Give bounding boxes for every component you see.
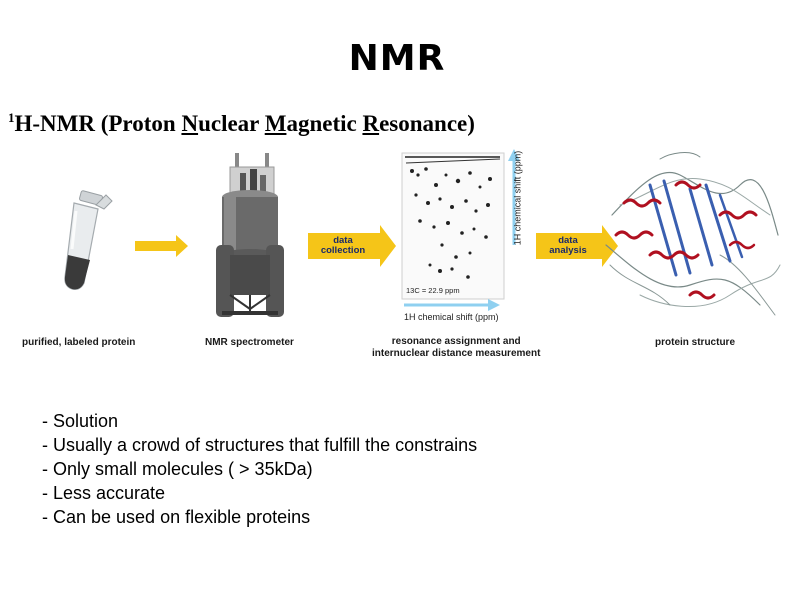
page-title: NMR (348, 38, 446, 79)
subtitle-r: R (362, 111, 380, 136)
caption-nmr-spectrometer: NMR spectrometer (205, 337, 294, 348)
spectrum-x-axis-label: 1H chemical shift (ppm) (404, 312, 499, 322)
subtitle-m-rest: agnetic (286, 111, 363, 136)
nmr-spectrometer-icon (216, 153, 284, 317)
caption-protein-structure: protein structure (655, 337, 736, 348)
data-analysis-label: data analysis (540, 236, 596, 256)
spectrum-plot-icon (401, 149, 520, 311)
list-item: - Only small molecules ( > 35kDa) (42, 459, 313, 479)
subtitle-n: N (181, 111, 199, 136)
spectrum-inset-label: 13C = 22.9 ppm (406, 286, 460, 295)
test-tube-icon (64, 190, 113, 290)
list-item: - Usually a crowd of structures that ful… (42, 435, 478, 455)
data-analysis-line2: analysis (549, 245, 587, 256)
subtitle-prefix: H-NMR (Proton (14, 111, 182, 136)
arrow-to-spectrometer-icon (135, 235, 188, 257)
caption-resonance-line1: resonance assignment and (391, 336, 521, 347)
caption-resonance-assignment: resonance assignment and internuclear di… (372, 336, 540, 360)
subtitle-n-rest: uclear (198, 111, 265, 136)
data-collection-label: data collection (314, 236, 372, 256)
subtitle-m: M (264, 111, 287, 136)
nmr-workflow-diagram: data collection data analysis 1H chemica… (0, 145, 794, 365)
data-collection-line1: data (333, 235, 353, 246)
caption-labeled-protein: purified, labeled protein (22, 337, 136, 348)
spectrum-y-axis-label: 1H chemical shift (ppm) (512, 150, 523, 246)
data-collection-line2: collection (320, 245, 366, 256)
subtitle-r-rest: esonance) (379, 111, 475, 136)
caption-resonance-line2: internuclear distance measurement (372, 348, 541, 359)
subtitle: 1H-NMR (Proton Nuclear Magnetic Resonanc… (8, 110, 475, 137)
subtitle-superscript: 1 (8, 110, 15, 125)
workflow-illustration (64, 149, 781, 317)
data-analysis-arrow-icon (536, 225, 618, 267)
data-analysis-line1: data (558, 235, 578, 246)
list-item: - Less accurate (42, 483, 166, 503)
property-list: - Solution - Usually a crowd of structur… (42, 409, 477, 529)
protein-structure-icon (605, 152, 781, 316)
list-item: - Solution (42, 411, 119, 431)
data-collection-arrow-icon (308, 225, 396, 267)
list-item: - Can be used on flexible proteins (42, 507, 311, 527)
